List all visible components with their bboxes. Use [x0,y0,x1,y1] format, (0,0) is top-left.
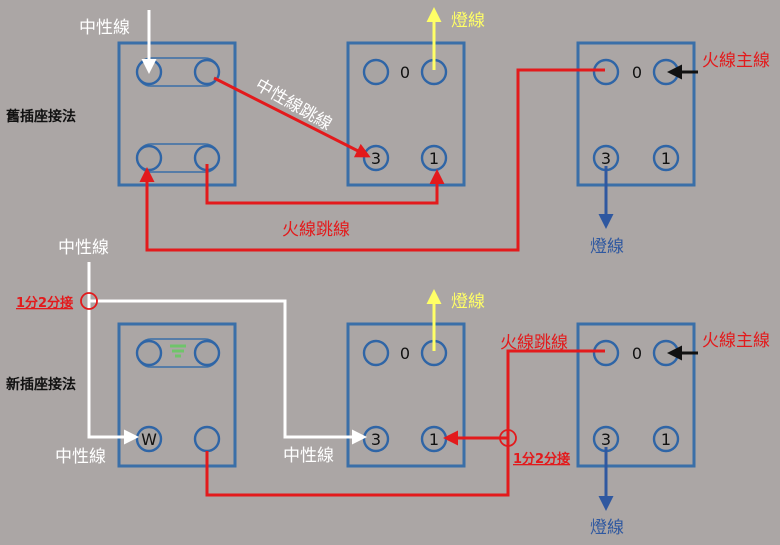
old-mid-terminal-3: 3 [371,149,381,168]
new-lamp-up-label: 燈線 [451,292,485,312]
new-hot-to-outlet-wire [205,438,510,497]
new-hot-jumper-label: 火線跳線 [500,333,568,353]
new-right-terminal-0: 0 [632,344,642,363]
old-outlet-terminal-tr [193,58,221,86]
new-neutral-to-switch-wire [89,299,367,445]
old-outlet-terminal-bl [135,144,163,172]
new-hot-jumper-wire [443,349,605,446]
old-lamp-down-label: 燈線 [590,237,624,257]
old-hot-jumper-wire-upper [205,164,445,205]
new-split-label-left: 1分2分接 [16,295,73,311]
old-neutral-in-label: 中性線 [79,18,130,38]
old-outlet-box [117,41,237,187]
new-mid-terminal-1: 1 [429,430,439,449]
new-outlet-terminal-w: W [141,430,157,449]
new-right-terminal-3: 3 [601,430,611,449]
new-method-title: 新插座接法 [6,376,76,393]
old-mid-terminal-0: 0 [400,63,410,82]
new-split-junction-left [80,292,98,310]
old-lamp-up-label: 燈線 [451,11,485,31]
new-mid-terminal-0: 0 [400,344,410,363]
new-switch-right-box: 0 3 1 [576,322,696,468]
new-split-label-right: 1分2分接 [513,451,570,467]
new-neutral-to-outlet-label: 中性線 [55,447,106,467]
old-mid-terminal-1: 1 [429,149,439,168]
new-outlet-box: W [117,322,237,468]
old-switch-mid-box: 0 3 1 [346,41,466,187]
new-mid-terminal-3: 3 [371,430,381,449]
new-switch-mid-box: 0 3 1 [346,322,466,468]
old-hot-jumper-label: 火線跳線 [282,220,350,240]
old-right-terminal-0: 0 [632,63,642,82]
new-method-section: W 0 3 1 0 3 1 [6,238,770,538]
old-method-title: 舊插座接法 [6,108,76,125]
new-lamp-down-label: 燈線 [590,518,624,538]
new-hot-main-label: 火線主線 [702,331,770,351]
new-neutral-to-outlet-wire [87,262,139,445]
new-neutral-in-label: 中性線 [58,238,109,258]
old-hot-main-label: 火線主線 [702,51,770,71]
new-neutral-to-switch-label: 中性線 [283,446,334,466]
new-split-junction-right [499,429,517,447]
old-right-terminal-1: 1 [661,149,671,168]
old-switch-right-box: 0 3 1 [576,41,696,187]
old-right-terminal-3: 3 [601,149,611,168]
new-right-terminal-1: 1 [661,430,671,449]
ground-icon [170,344,186,358]
old-neutral-jumper-wire [213,76,371,158]
old-hot-jumper-wire-main [139,68,605,252]
old-method-section: 0 3 1 0 3 1 中性線 舊插座接法 中性線跳線 燈線 火線主線 火線跳線 [6,7,770,257]
